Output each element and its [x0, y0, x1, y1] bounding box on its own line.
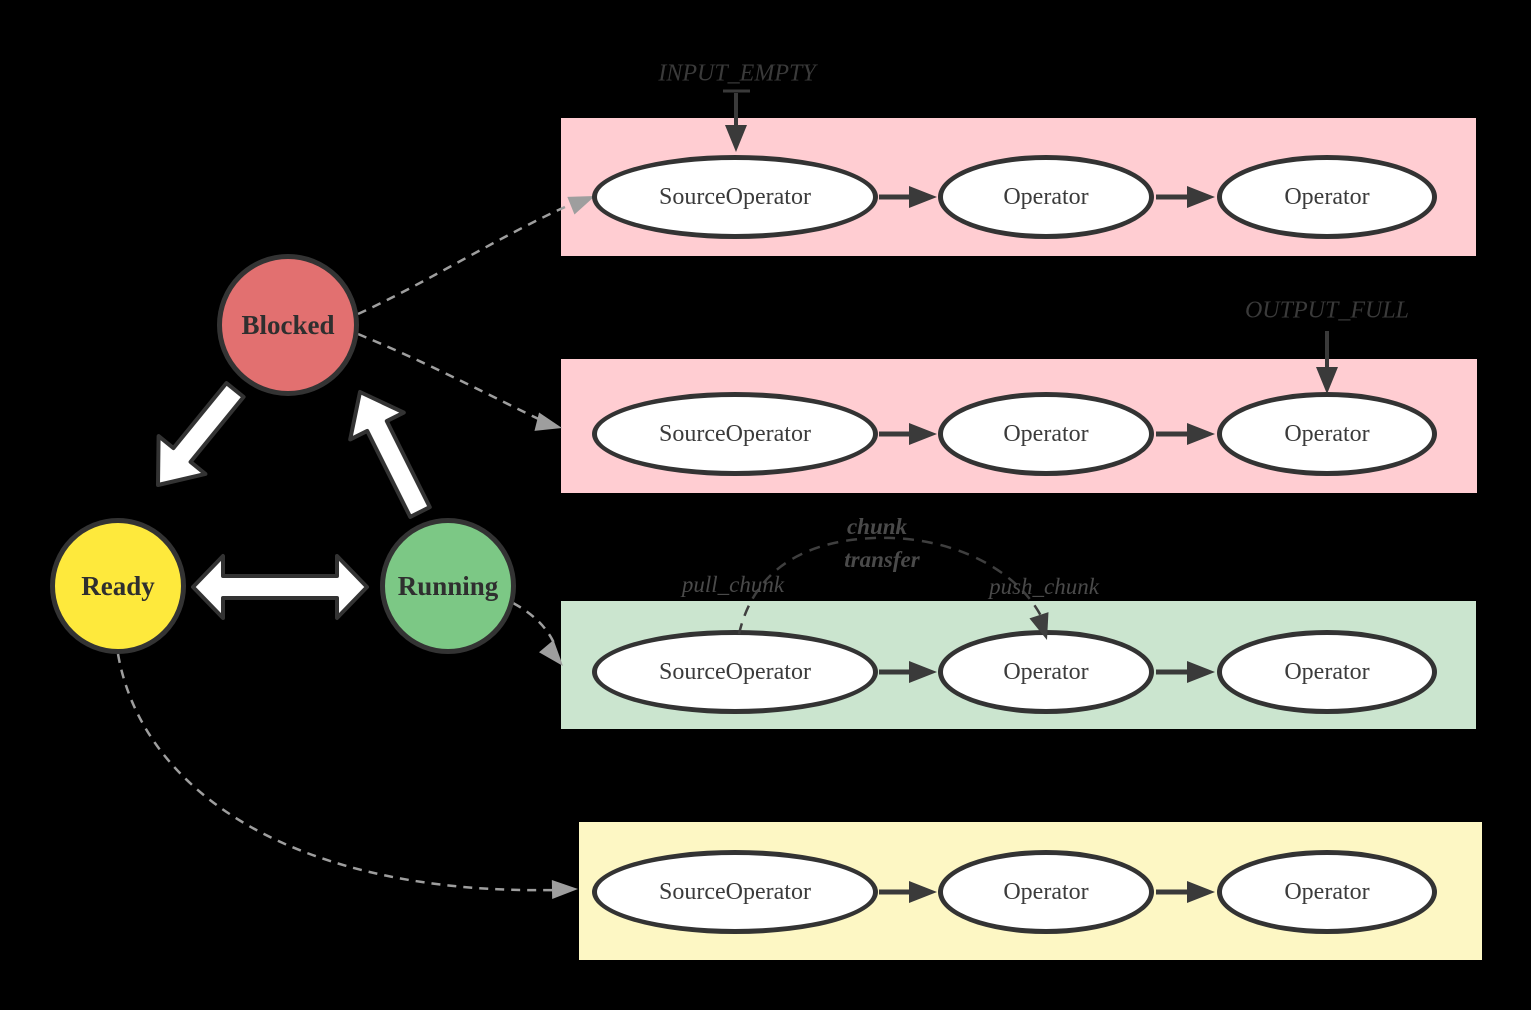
state-ready-label: Ready [81, 570, 155, 601]
state-running-label: Running [397, 570, 499, 601]
arrowhead-icon [534, 412, 562, 431]
pipeline4-source-operator: SourceOperator [592, 850, 878, 934]
ready-to-pipeline-edge [116, 653, 578, 899]
pipeline1-source-operator: SourceOperator [592, 155, 878, 239]
node-label: Operator [1284, 878, 1370, 905]
input-empty-arrow [723, 89, 750, 152]
pipeline3-operator-2: Operator [1217, 630, 1437, 714]
chunk-transfer-label-line1: chunk [846, 514, 908, 539]
arrowhead-icon [539, 639, 563, 666]
node-label: SourceOperator [659, 878, 811, 905]
state-blocked: Blocked [217, 254, 359, 396]
pipeline4-operator-2: Operator [1217, 850, 1437, 934]
arrowhead-icon [567, 196, 595, 215]
arrowhead-icon [551, 879, 578, 899]
node-label: Operator [1284, 420, 1370, 447]
ready-running-double-arrow [191, 554, 369, 620]
pull-chunk-label: pull_chunk [681, 572, 785, 597]
node-label: SourceOperator [659, 420, 811, 447]
blocked-to-input-pipeline-edge [357, 196, 595, 316]
node-label: Operator [1003, 420, 1089, 447]
node-label: Operator [1003, 878, 1089, 905]
node-label: Operator [1003, 658, 1089, 685]
pipeline2-operator-1: Operator [938, 392, 1154, 476]
blocked-to-output-pipeline-edge [357, 332, 562, 431]
output-full-arrow [1316, 331, 1338, 394]
node-label: Operator [1284, 183, 1370, 210]
running-to-blocked-arrow [348, 390, 432, 519]
node-label: Operator [1284, 658, 1370, 685]
pipeline1-operator-2: Operator [1217, 155, 1437, 239]
input-empty-label: INPUT_EMPTY [658, 60, 816, 87]
running-to-pipeline-edge [512, 601, 563, 666]
pipeline-operator-arrows [879, 186, 1215, 903]
node-label: SourceOperator [659, 658, 811, 685]
pipeline2-source-operator: SourceOperator [592, 392, 878, 476]
node-label: Operator [1003, 183, 1089, 210]
push-chunk-label: push_chunk [989, 574, 1099, 599]
chunk-transfer-label-line2: transfer [844, 547, 920, 572]
state-blocked-label: Blocked [241, 309, 335, 340]
state-running: Running [380, 518, 516, 654]
pipeline3-source-operator: SourceOperator [592, 630, 878, 714]
pipeline2-operator-2: Operator [1217, 392, 1437, 476]
state-ready: Ready [50, 518, 186, 654]
node-label: SourceOperator [659, 183, 811, 210]
output-full-label: OUTPUT_FULL [1244, 297, 1410, 324]
chunk-transfer-arc [737, 536, 1049, 640]
pipeline4-operator-1: Operator [938, 850, 1154, 934]
arrowhead-icon [1029, 612, 1049, 640]
blocked-to-ready-arrow [156, 381, 246, 487]
pipeline1-operator-1: Operator [938, 155, 1154, 239]
